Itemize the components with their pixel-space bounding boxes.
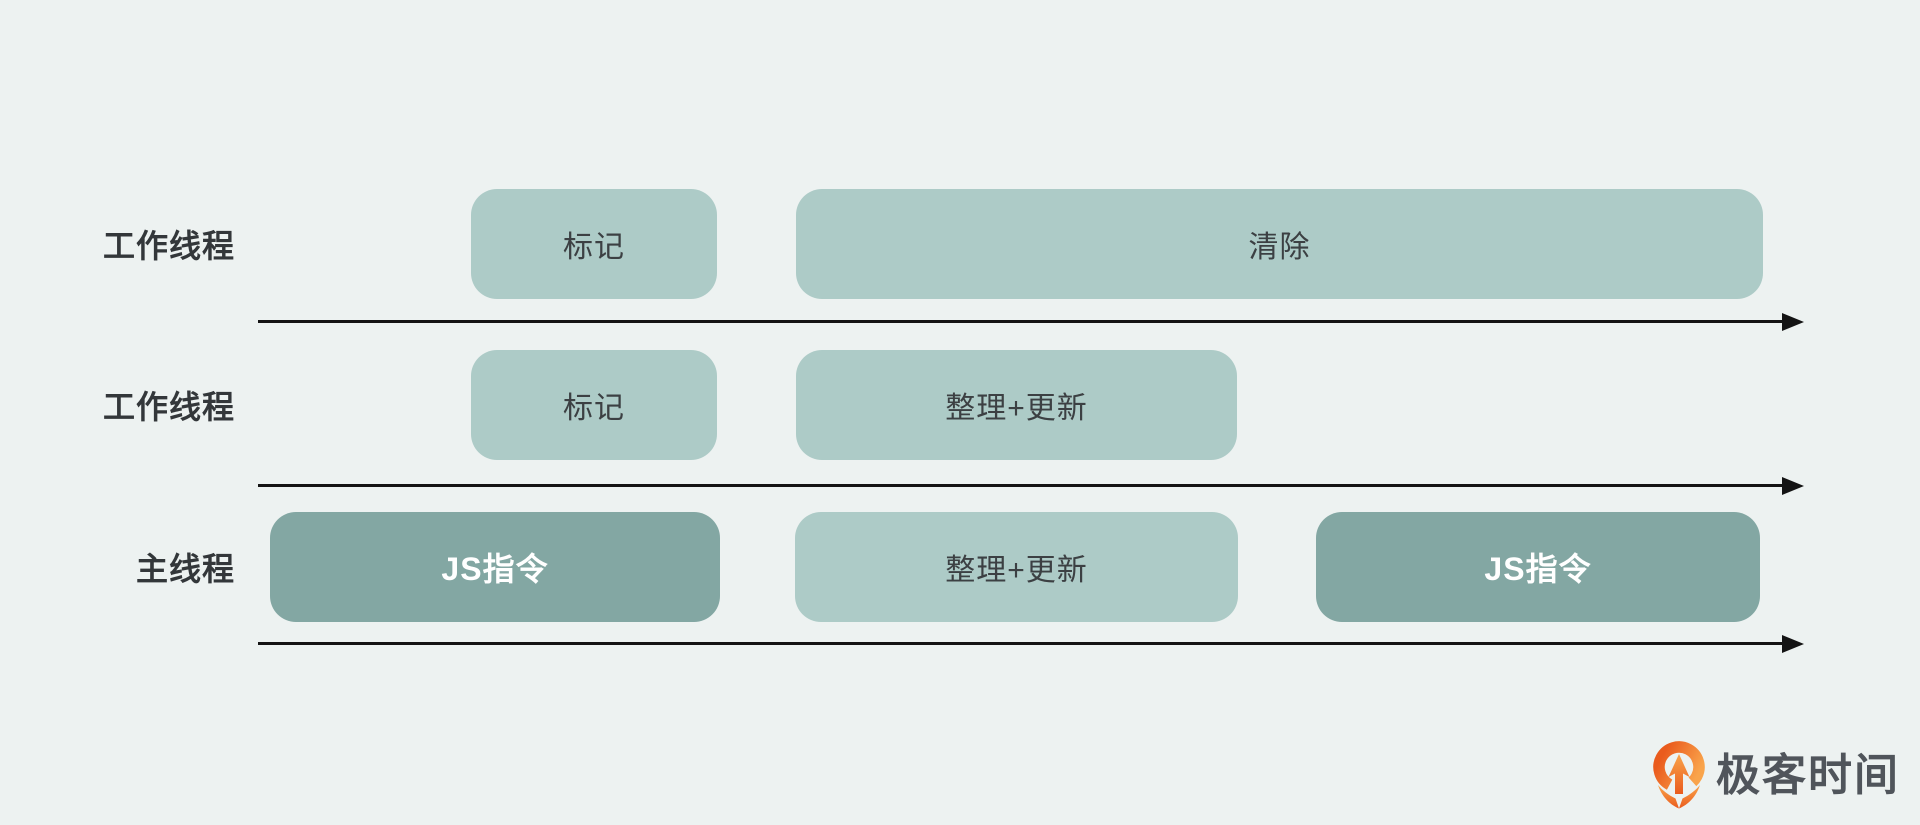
row-label-worker-thread-1: 工作线程 (102, 228, 235, 264)
timeline-arrow-1 (258, 313, 1804, 331)
task-box-compact-update-2: 整理+更新 (795, 512, 1238, 622)
geektime-logo: 极客时间 (1652, 740, 1900, 812)
arrowhead-right-icon (1782, 313, 1804, 331)
arrowhead-right-icon (1782, 635, 1804, 653)
task-box-compact-update-1: 整理+更新 (796, 350, 1237, 460)
task-box-mark-1: 标记 (471, 189, 717, 299)
geektime-logo-text: 极客时间 (1716, 751, 1900, 800)
timeline-shaft (258, 642, 1784, 645)
timeline-arrow-2 (258, 477, 1804, 495)
timeline-arrow-3 (258, 635, 1804, 653)
timeline-shaft (258, 320, 1784, 323)
row-label-main-thread: 主线程 (135, 551, 235, 587)
geektime-pin-icon (1652, 740, 1706, 812)
arrowhead-right-icon (1782, 477, 1804, 495)
timeline-shaft (258, 484, 1784, 487)
task-box-sweep: 清除 (796, 189, 1763, 299)
task-box-js-instructions-1: JS指令 (270, 512, 720, 622)
task-box-mark-2: 标记 (471, 350, 717, 460)
task-box-js-instructions-2: JS指令 (1316, 512, 1760, 622)
row-label-worker-thread-2: 工作线程 (102, 389, 235, 425)
